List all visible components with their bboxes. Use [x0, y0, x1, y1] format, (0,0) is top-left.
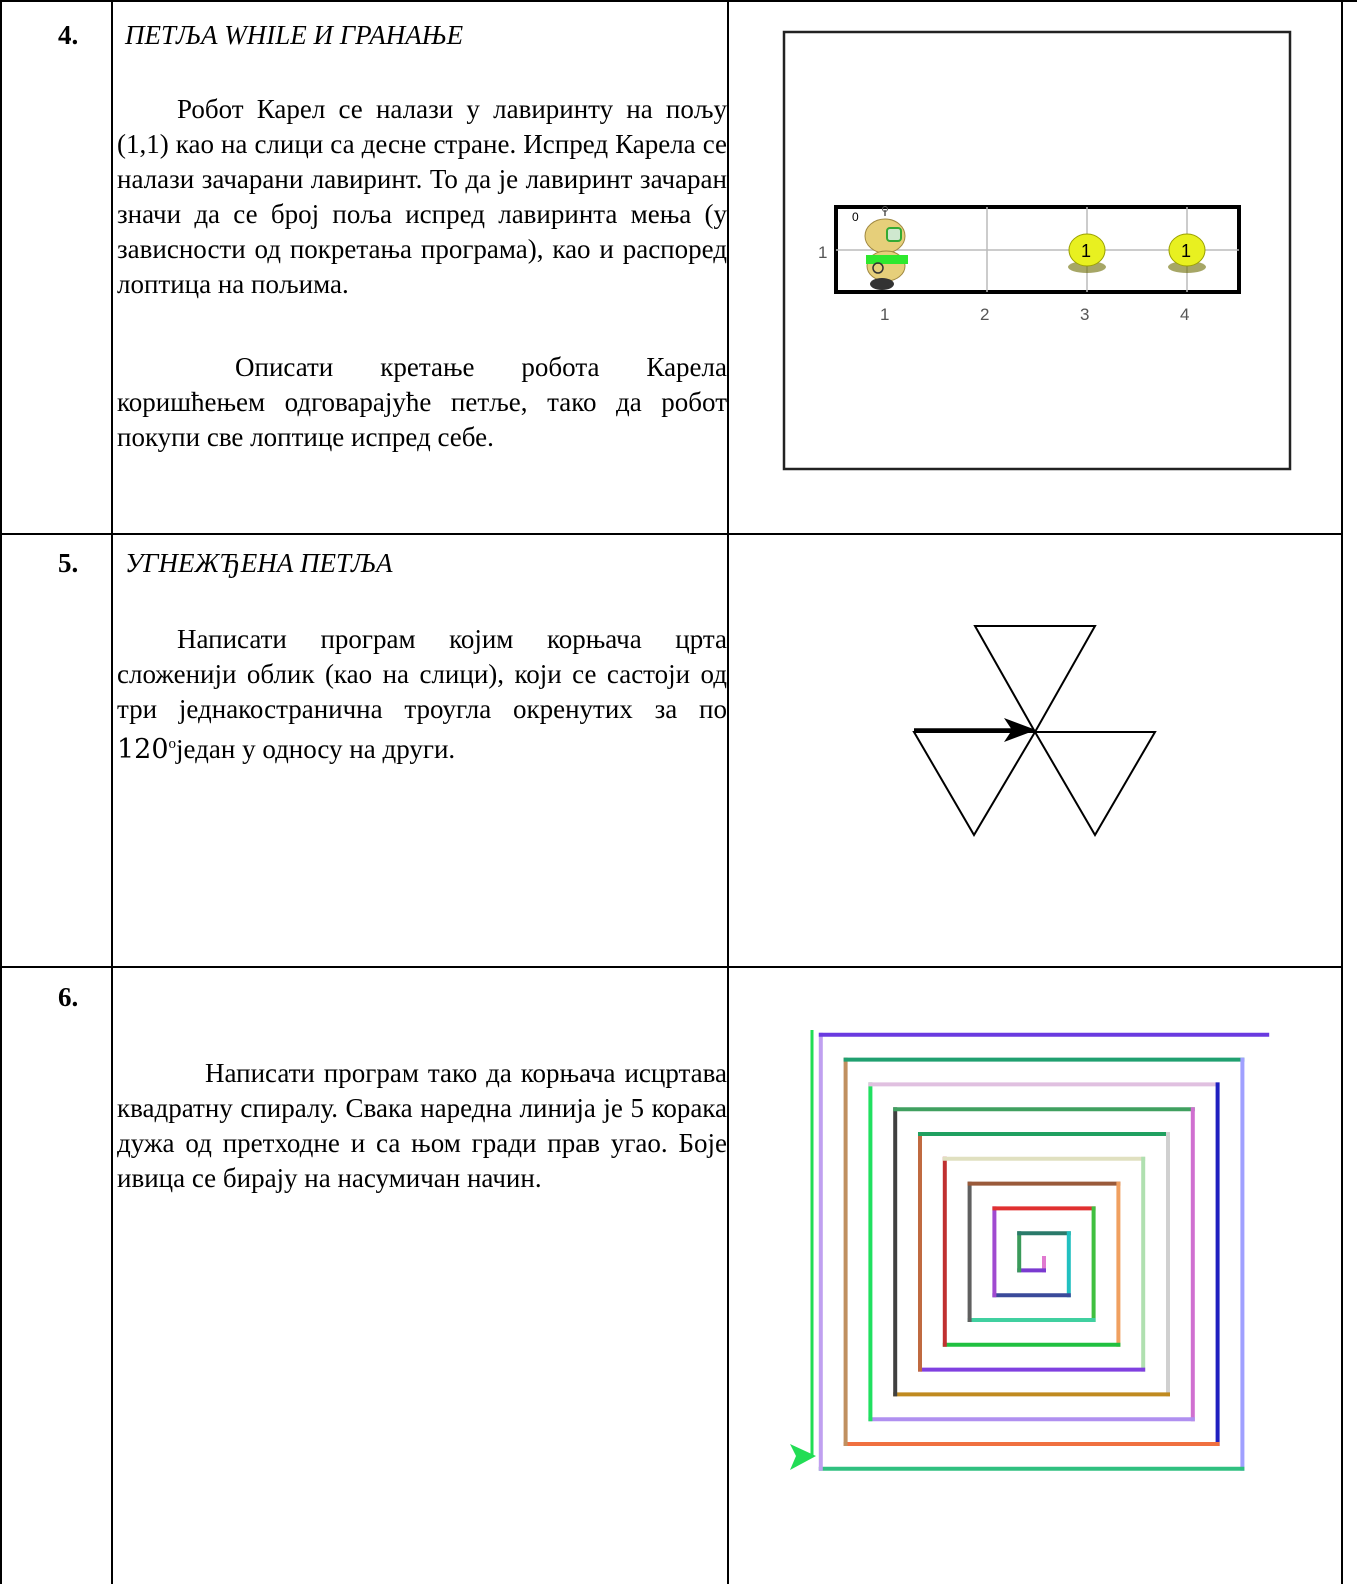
task-title: УГНЕЖЂЕНА ПЕТЉА: [125, 548, 393, 578]
task-number: 6.: [58, 982, 79, 1012]
task-paragraph: Написати програм којим корњача црта слож…: [117, 622, 727, 767]
ball-icon: 1: [1068, 233, 1106, 273]
table-border-top: [0, 0, 1357, 2]
paragraph-text: Написати програм којим корњача црта слож…: [117, 624, 727, 724]
table-border-left: [0, 0, 2, 1584]
karel-maze-figure: 1 1 2 3 4 0 1 1: [782, 30, 1292, 471]
table-border-right: [1341, 0, 1343, 1584]
column-label: 3: [1080, 305, 1089, 324]
karel-robot-icon: 0: [852, 206, 908, 290]
column-divider-2: [727, 0, 729, 1584]
ball-label: 1: [1181, 241, 1191, 261]
column-label: 1: [880, 305, 889, 324]
angle-unit: o: [168, 736, 177, 752]
row-divider-1: [0, 533, 1343, 535]
spiral-lead-line: [802, 1030, 814, 1458]
square-spiral-figure: [790, 1030, 1270, 1471]
row-label: 1: [818, 243, 827, 262]
ball-label: 1: [1081, 241, 1091, 261]
row-divider-2: [0, 966, 1343, 968]
task-number: 5.: [58, 548, 79, 578]
ball-icon: 1: [1168, 233, 1206, 273]
column-label: 4: [1180, 305, 1189, 324]
turtle-arrow-icon: [1004, 718, 1036, 742]
column-label: 2: [980, 305, 989, 324]
task-paragraph: Робот Карел се налази у лавиринту на пољ…: [117, 94, 727, 299]
task-number: 4.: [58, 20, 79, 50]
column-divider-1: [111, 0, 113, 1584]
task-paragraph: Написати програм тако да корњача исцртав…: [117, 1058, 727, 1193]
paragraph-text: један у односу на други.: [176, 734, 456, 764]
task-title: ПЕТЉА WHILE И ГРАНАЊЕ: [125, 20, 464, 50]
angle-value: 120: [117, 734, 169, 765]
task-paragraph: Описати кретање робота Карела коришћењем…: [117, 352, 727, 452]
robot-counter: 0: [852, 210, 859, 224]
triangles-figure: [912, 625, 1157, 837]
turtle-arrow-icon: [790, 1444, 816, 1470]
